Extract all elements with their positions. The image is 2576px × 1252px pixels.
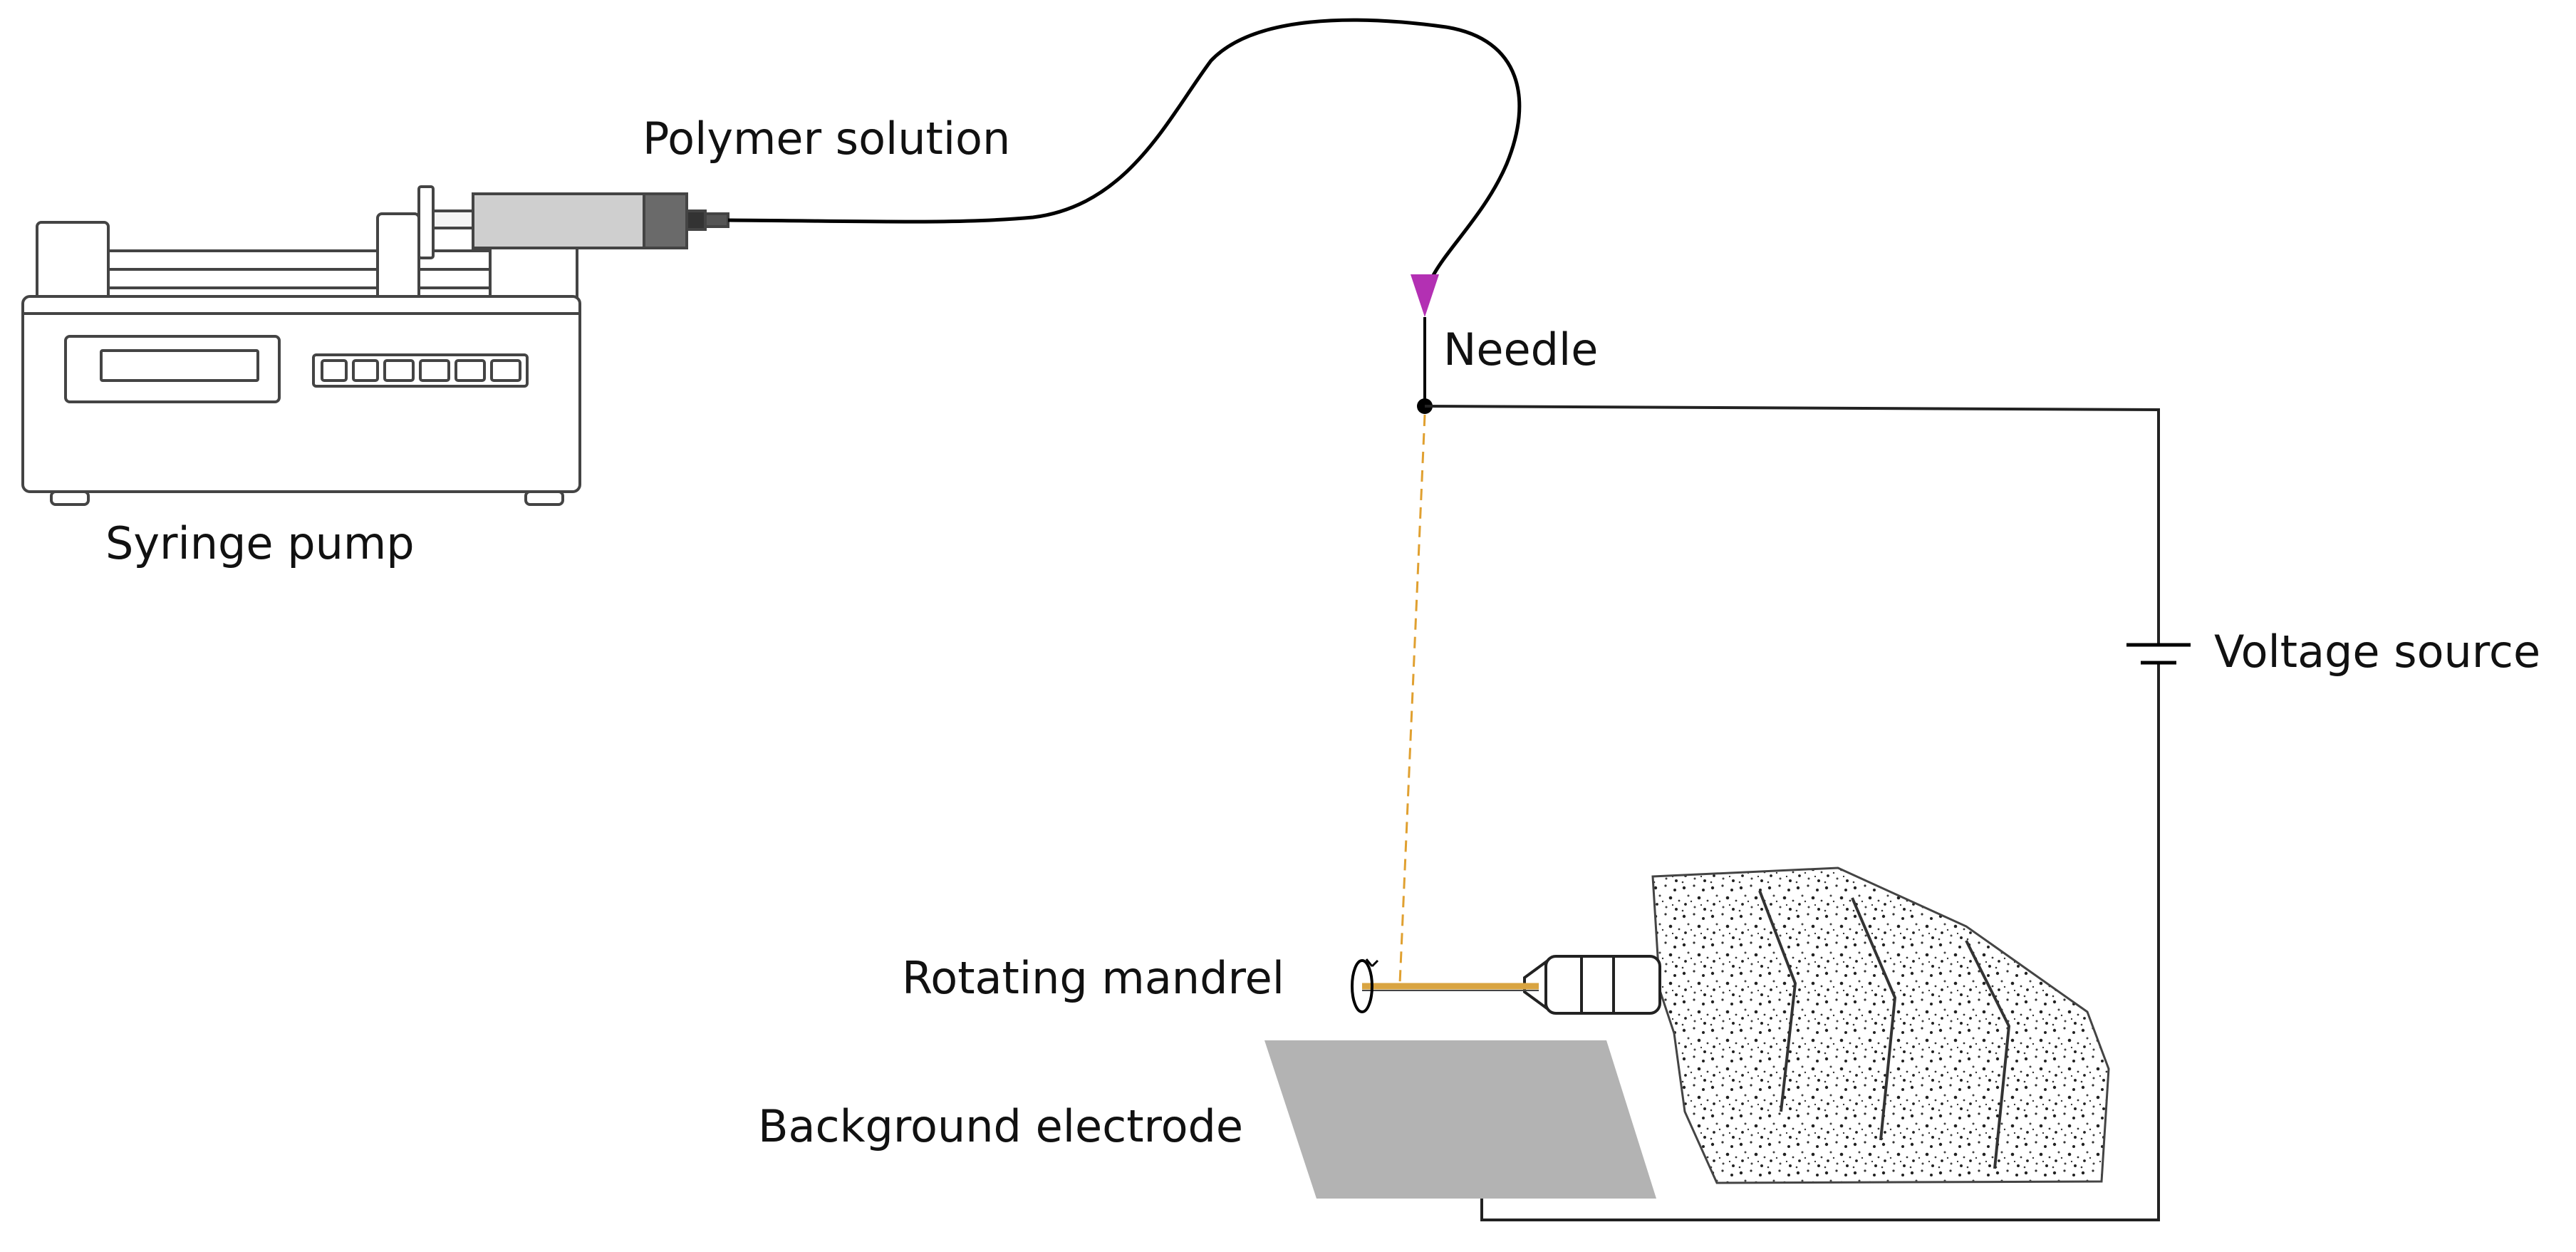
drill-chuck xyxy=(1544,955,1661,1015)
pump-display-screen xyxy=(100,349,259,382)
rotation-arrow-icon xyxy=(1365,958,1379,968)
label-polymer-solution: Polymer solution xyxy=(643,113,1010,165)
syringe-plunger-flange xyxy=(417,185,435,259)
needle xyxy=(1411,274,1439,414)
wire-source-to-electrode xyxy=(1480,663,2160,1221)
pump-button-4 xyxy=(419,359,450,382)
wire-needle-to-source xyxy=(1424,405,2160,645)
background-electrode-plate xyxy=(1264,1040,1656,1199)
drill-contour-2 xyxy=(1851,897,1897,1141)
drill-contour-3 xyxy=(1965,940,2011,1169)
pump-pusher-block xyxy=(376,212,420,302)
syringe-pump xyxy=(21,185,729,506)
pump-foot-left xyxy=(50,490,90,506)
pump-button-5 xyxy=(455,359,486,382)
pump-button-3 xyxy=(383,359,415,382)
label-rotating-mandrel: Rotating mandrel xyxy=(902,952,1284,1004)
syringe-barrel xyxy=(472,192,674,249)
syringe-tip xyxy=(685,209,707,231)
pump-button-down xyxy=(352,359,379,382)
label-background-electrode: Background electrode xyxy=(758,1100,1243,1152)
pump-button-6 xyxy=(490,359,521,382)
polymer-tubing xyxy=(727,18,1522,279)
circuit-wires xyxy=(1424,405,2160,1221)
rotating-mandrel xyxy=(1351,958,1539,1013)
mandrel-end-ring xyxy=(1351,959,1373,1013)
syringe-hub xyxy=(643,192,688,249)
pump-rear-post-left xyxy=(36,221,110,308)
electrospun-jet xyxy=(1398,414,1426,984)
voltage-source-symbol xyxy=(2126,643,2191,665)
syringe xyxy=(417,185,729,259)
drill-body xyxy=(1651,866,2110,1184)
needle-tip xyxy=(1411,274,1439,317)
pump-button-up xyxy=(321,359,348,382)
syringe-luer xyxy=(704,212,729,228)
syringe-plunger-rod xyxy=(432,209,477,229)
label-needle: Needle xyxy=(1443,324,1598,376)
label-syringe-pump: Syringe pump xyxy=(105,517,415,569)
pump-foot-right xyxy=(524,490,564,506)
drill-contour-1 xyxy=(1758,890,1797,1112)
label-voltage-source: Voltage source xyxy=(2214,626,2540,678)
